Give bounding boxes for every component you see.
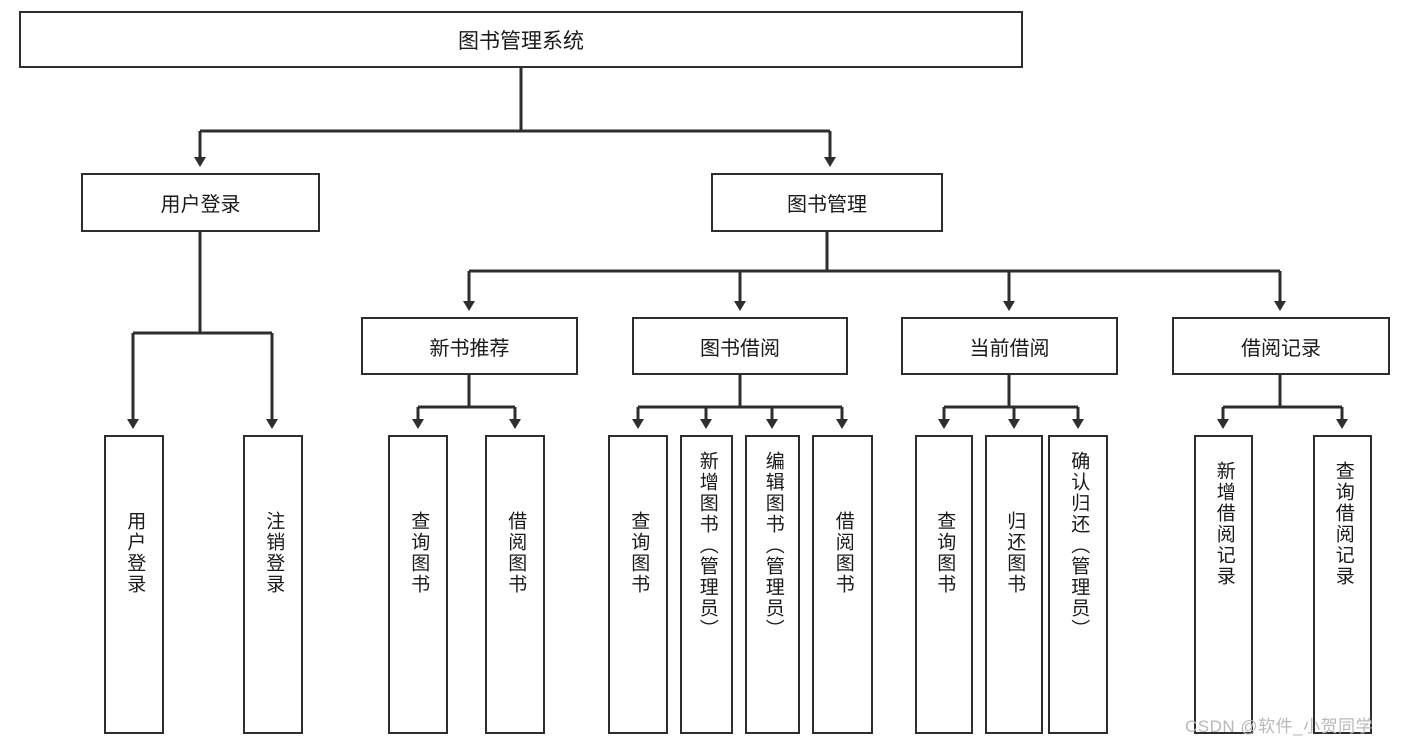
node-user-login[interactable]: 用户登录	[81, 173, 320, 232]
node-leaf-edit-book-admin-label: 编辑图书（管理员）	[762, 451, 784, 640]
node-new-book-recommend-label: 新书推荐	[429, 337, 510, 360]
node-leaf-query-book-1[interactable]: 查询图书	[388, 435, 448, 734]
node-leaf-borrow-book-2-label: 借阅图书	[832, 511, 854, 595]
node-user-login-label: 用户登录	[160, 194, 241, 216]
node-leaf-edit-book-admin[interactable]: 编辑图书（管理员）	[745, 435, 800, 734]
node-leaf-add-book-admin[interactable]: 新增图书（管理员）	[680, 435, 733, 734]
node-leaf-query-borrow-record-label: 查询借阅记录	[1332, 461, 1354, 587]
node-book-management[interactable]: 图书管理	[711, 173, 943, 232]
node-leaf-query-book-2[interactable]: 查询图书	[608, 435, 668, 734]
node-borrow-record-label: 借阅记录	[1241, 337, 1321, 360]
node-leaf-query-borrow-record[interactable]: 查询借阅记录	[1313, 435, 1372, 734]
node-new-book-recommend[interactable]: 新书推荐	[361, 317, 578, 375]
node-current-borrow-label: 当前借阅	[969, 337, 1050, 360]
node-leaf-confirm-return-admin[interactable]: 确认归还（管理员）	[1048, 435, 1108, 734]
node-leaf-add-book-admin-label: 新增图书（管理员）	[696, 451, 718, 640]
node-root[interactable]: 图书管理系统	[19, 11, 1023, 68]
node-leaf-query-book-1-label: 查询图书	[408, 511, 430, 595]
node-leaf-user-login[interactable]: 用户登录	[104, 435, 164, 734]
node-leaf-query-book-3[interactable]: 查询图书	[915, 435, 973, 734]
node-leaf-logout-login[interactable]: 注销登录	[243, 435, 303, 734]
node-leaf-return-book[interactable]: 归还图书	[985, 435, 1043, 734]
node-root-label: 图书管理系统	[458, 29, 584, 53]
node-borrow-record[interactable]: 借阅记录	[1172, 317, 1390, 375]
node-leaf-query-book-3-label: 查询图书	[934, 511, 956, 595]
node-leaf-query-book-2-label: 查询图书	[628, 511, 650, 595]
node-leaf-return-book-label: 归还图书	[1004, 511, 1026, 595]
node-book-borrow[interactable]: 图书借阅	[632, 317, 848, 375]
node-leaf-logout-login-label: 注销登录	[263, 511, 285, 595]
node-book-management-label: 图书管理	[787, 194, 867, 216]
node-leaf-add-borrow-record-label: 新增借阅记录	[1213, 461, 1235, 587]
node-leaf-borrow-book-2[interactable]: 借阅图书	[812, 435, 873, 734]
csdn-watermark: CSDN @软件_小贺同学	[1185, 717, 1374, 736]
node-current-borrow[interactable]: 当前借阅	[901, 317, 1118, 375]
node-leaf-borrow-book-1[interactable]: 借阅图书	[485, 435, 545, 734]
node-leaf-confirm-return-admin-label: 确认归还（管理员）	[1068, 451, 1090, 640]
node-leaf-borrow-book-1-label: 借阅图书	[505, 511, 527, 595]
node-leaf-user-login-label: 用户登录	[124, 511, 146, 595]
node-leaf-add-borrow-record[interactable]: 新增借阅记录	[1194, 435, 1253, 734]
node-book-borrow-label: 图书借阅	[700, 337, 780, 360]
